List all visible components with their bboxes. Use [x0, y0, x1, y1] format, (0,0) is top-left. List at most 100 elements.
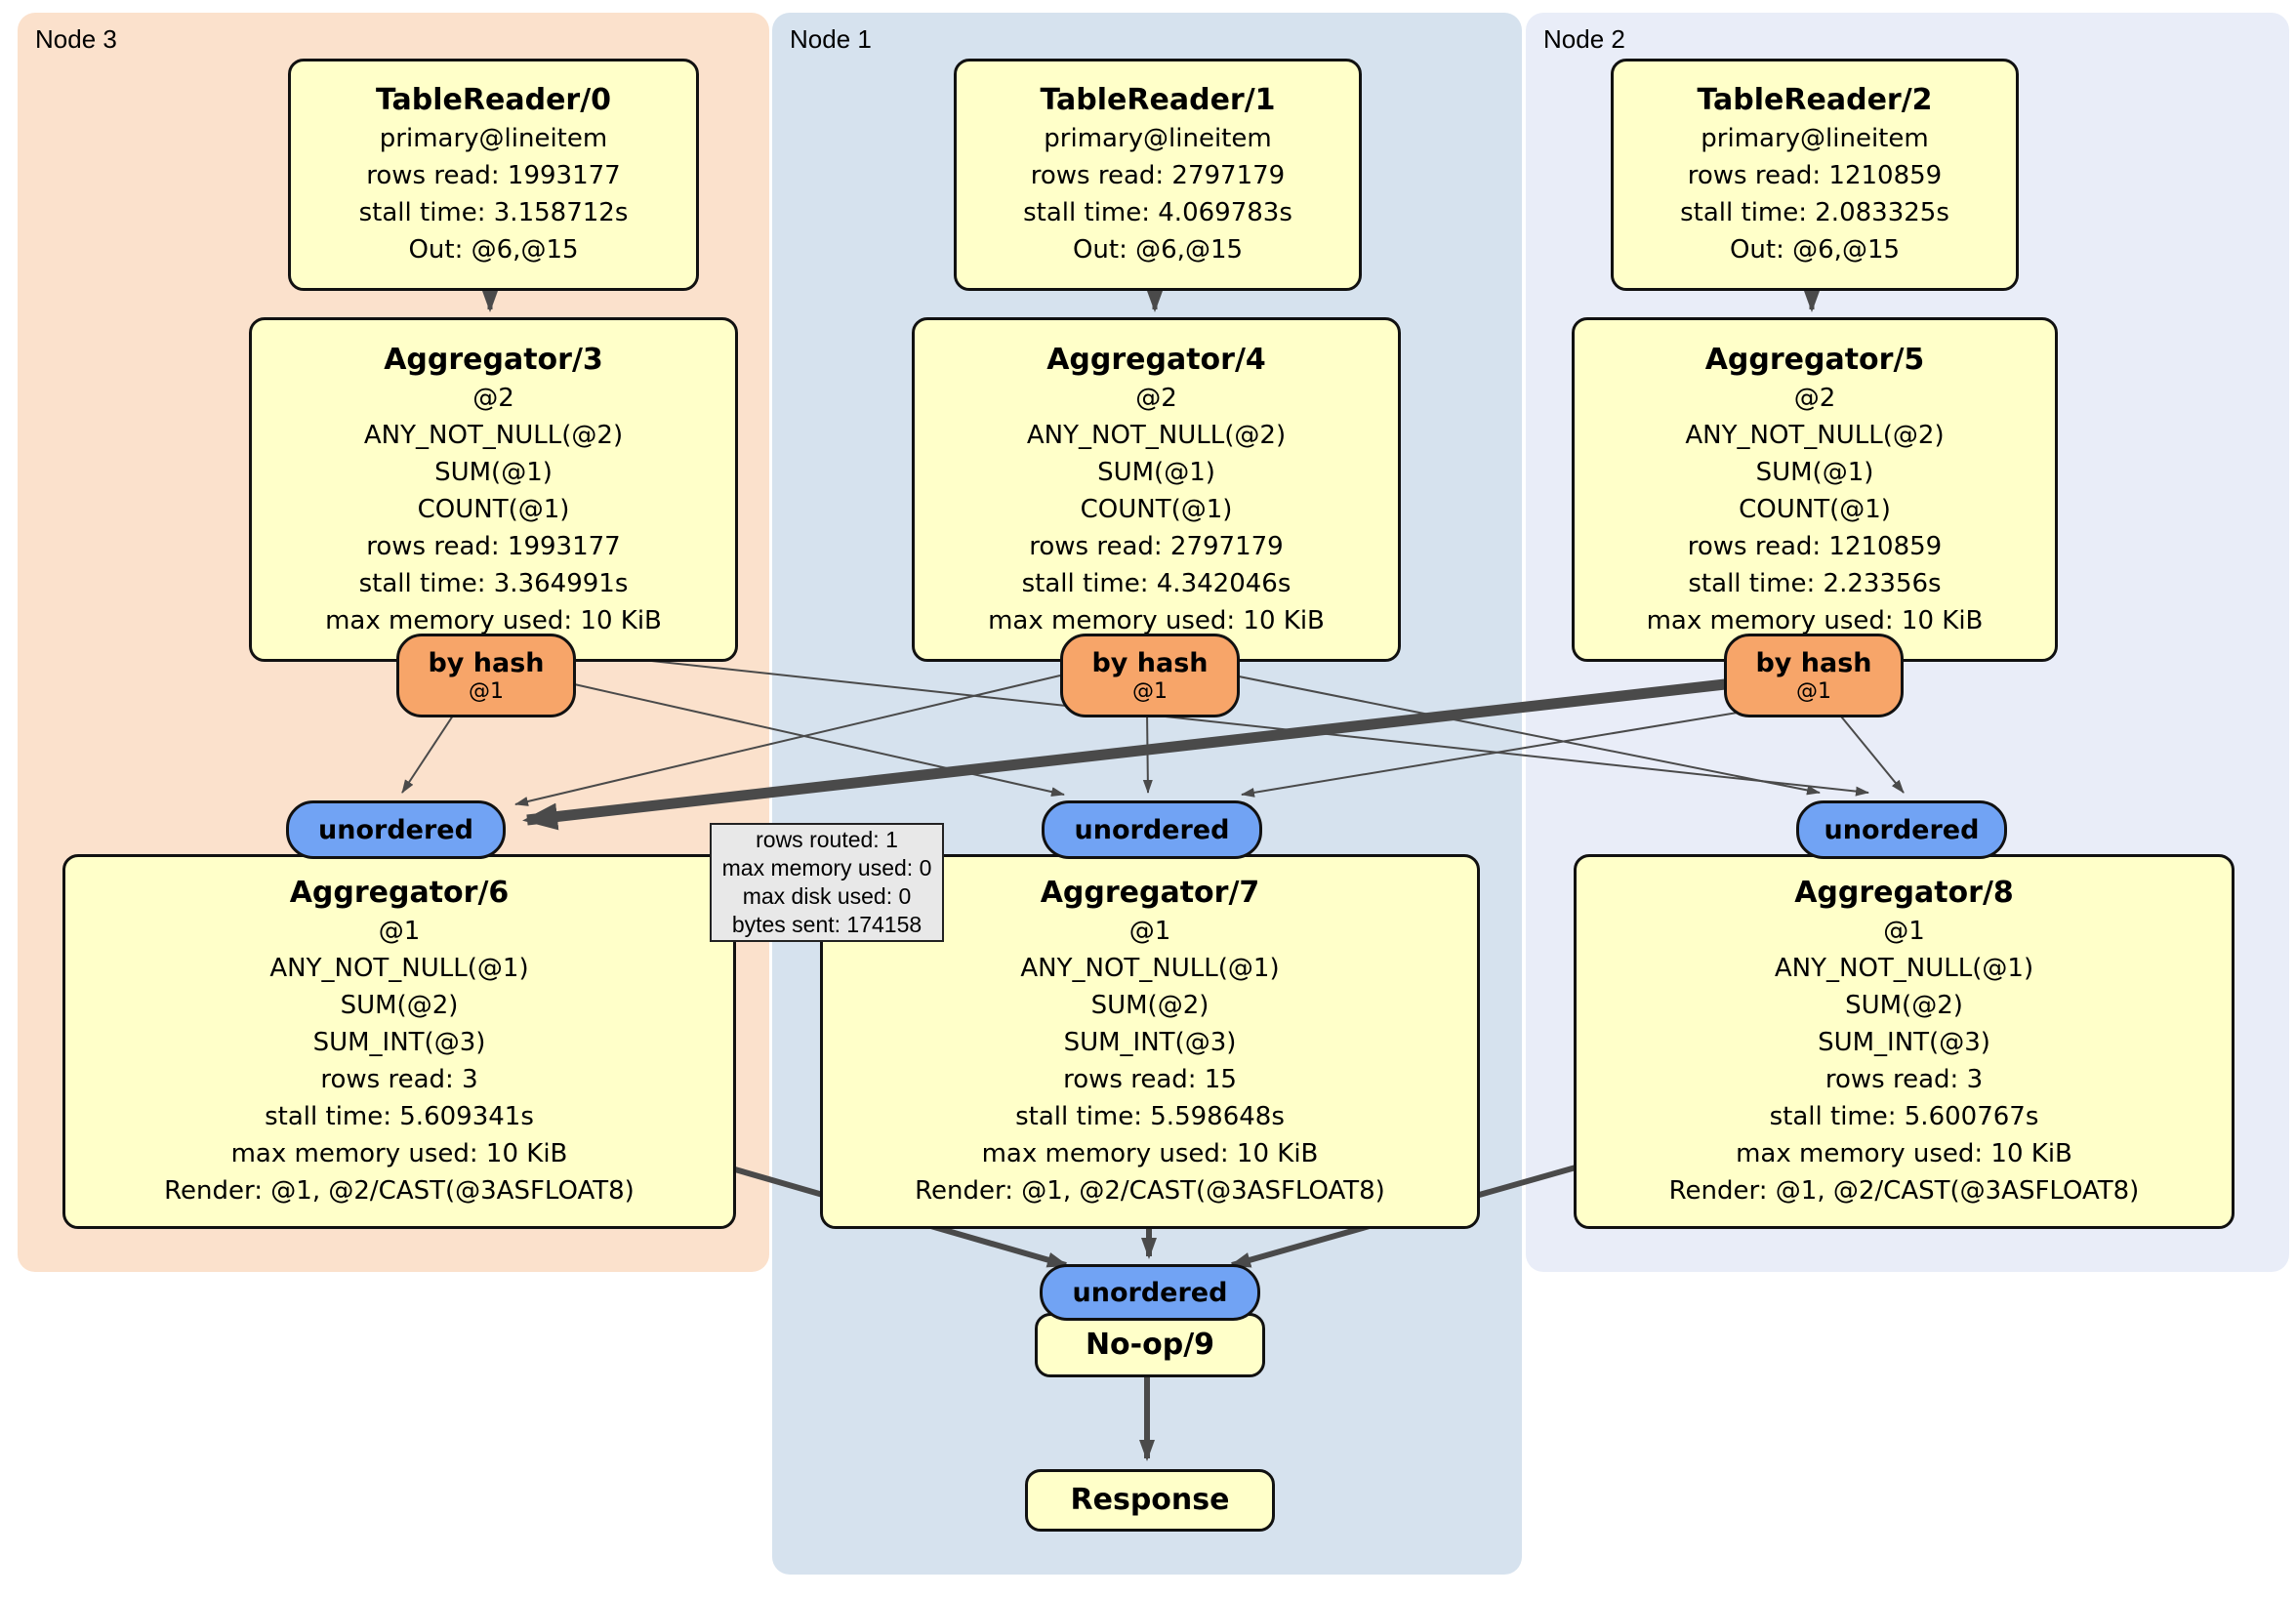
tooltip-stat: rows routed: 1: [756, 827, 898, 852]
processor-title: Aggregator/6: [289, 876, 510, 910]
processor-stat: stall time: 3.158712s: [358, 198, 629, 227]
sync-unordered-final: unordered: [1040, 1264, 1260, 1321]
processor-title: Response: [1070, 1483, 1230, 1517]
edge-byhash3-unordered1[interactable]: [569, 682, 1065, 798]
tooltip-stat: max disk used: 0: [742, 883, 912, 909]
processor-aggregator-3: Aggregator/3 @2 ANY_NOT_NULL(@2) SUM(@1)…: [249, 317, 738, 662]
processor-stat: max memory used: 10 KiB: [230, 1139, 568, 1168]
processor-stat: max memory used: 10 KiB: [981, 1139, 1319, 1168]
edge-byhash5-unordered2[interactable]: [1836, 711, 1905, 794]
router-by-hash-columns: @1: [469, 678, 504, 704]
processor-stat: @1: [1128, 917, 1171, 946]
processor-stat: rows read: 1210859: [1687, 531, 1943, 561]
processor-stat: stall time: 3.364991s: [358, 568, 629, 598]
router-by-hash-label: by hash: [1091, 647, 1209, 678]
edge-byhash3-unordered3[interactable]: [401, 709, 458, 794]
processor-stat: COUNT(@1): [1739, 494, 1891, 524]
processor-stat: Out: @6,@15: [1729, 235, 1901, 265]
processor-stat: rows read: 1210859: [1687, 161, 1943, 190]
processor-stat: SUM(@1): [1097, 457, 1215, 487]
processor-stat: @1: [1883, 917, 1925, 946]
panel-node-2-label: Node 2: [1543, 24, 1625, 54]
processor-title: Aggregator/5: [1704, 342, 1925, 377]
processor-title: No-op/9: [1085, 1328, 1215, 1362]
processor-stat: ANY_NOT_NULL(@1): [269, 954, 529, 983]
router-by-hash-label: by hash: [1755, 647, 1872, 678]
processor-stat: SUM_INT(@3): [1063, 1028, 1237, 1057]
edge-byhash3-unordered2[interactable]: [569, 651, 1869, 797]
processor-stat: @2: [1793, 383, 1836, 413]
processor-stat: stall time: 4.342046s: [1021, 568, 1292, 598]
processor-stat: Render: @1, @2/CAST(@3ASFLOAT8): [164, 1176, 635, 1206]
sync-unordered-label: unordered: [1072, 1277, 1228, 1308]
sync-unordered-node2: unordered: [1796, 800, 2007, 859]
panel-node-1-label: Node 1: [790, 24, 872, 54]
processor-stat: SUM(@2): [1090, 991, 1210, 1020]
sync-unordered-label: unordered: [1824, 814, 1980, 845]
sync-unordered-label: unordered: [1074, 814, 1230, 845]
tooltip-stat: max memory used: 0: [721, 855, 932, 880]
processor-title: TableReader/1: [1040, 83, 1276, 117]
processor-response: Response: [1025, 1469, 1275, 1532]
processor-stat: COUNT(@1): [1080, 494, 1233, 524]
edge-stats-tooltip: rows routed: 1 max memory used: 0 max di…: [710, 823, 944, 942]
processor-tablereader-1: TableReader/1 primary@lineitem rows read…: [954, 59, 1362, 291]
edge-byhash5-unordered3-thick[interactable]: [522, 677, 1735, 831]
processor-stat: @2: [1135, 383, 1177, 413]
processor-stat: SUM(@2): [1845, 991, 1963, 1020]
processor-stat: SUM(@1): [434, 457, 553, 487]
edge-byhash4-unordered2[interactable]: [1233, 675, 1821, 796]
processor-noop-9: No-op/9: [1035, 1313, 1265, 1377]
processor-stat: rows read: 15: [1063, 1065, 1237, 1094]
processor-stat: COUNT(@1): [417, 494, 570, 524]
router-by-hash-node3: by hash @1: [396, 634, 576, 717]
processor-stat: ANY_NOT_NULL(@1): [1020, 954, 1280, 983]
processor-stat: @2: [472, 383, 514, 413]
processor-tablereader-2: TableReader/2 primary@lineitem rows read…: [1611, 59, 2019, 291]
processor-stat: max memory used: 10 KiB: [988, 605, 1325, 635]
processor-stat: stall time: 2.23356s: [1688, 568, 1942, 598]
processor-title: TableReader/0: [375, 83, 612, 117]
processor-stat: rows read: 3: [1824, 1065, 1984, 1094]
processor-stat: Render: @1, @2/CAST(@3ASFLOAT8): [915, 1176, 1385, 1206]
processor-title: Aggregator/8: [1794, 876, 2014, 910]
processor-title: TableReader/2: [1697, 83, 1933, 117]
processor-tablereader-0: TableReader/0 primary@lineitem rows read…: [288, 59, 699, 291]
processor-stat: primary@lineitem: [379, 124, 608, 153]
processor-stat: SUM(@1): [1755, 457, 1874, 487]
processor-aggregator-4: Aggregator/4 @2 ANY_NOT_NULL(@2) SUM(@1)…: [912, 317, 1401, 662]
processor-stat: stall time: 4.069783s: [1023, 198, 1292, 227]
processor-stat: stall time: 5.609341s: [265, 1102, 534, 1131]
processor-stat: primary@lineitem: [1701, 124, 1929, 153]
edge-byhash4-unordered3[interactable]: [514, 675, 1061, 806]
router-by-hash-columns: @1: [1796, 678, 1831, 704]
processor-title: Aggregator/7: [1040, 876, 1260, 910]
processor-stat: ANY_NOT_NULL(@2): [1026, 420, 1287, 450]
processor-stat: SUM_INT(@3): [1818, 1028, 1990, 1057]
processor-stat: max memory used: 10 KiB: [325, 605, 662, 635]
edge-byhash5-unordered1[interactable]: [1241, 711, 1744, 798]
processor-stat: Out: @6,@15: [1072, 235, 1244, 265]
router-by-hash-node1: by hash @1: [1060, 634, 1240, 717]
processor-stat: ANY_NOT_NULL(@2): [363, 420, 624, 450]
processor-aggregator-5: Aggregator/5 @2 ANY_NOT_NULL(@2) SUM(@1)…: [1572, 317, 2058, 662]
processor-stat: Render: @1, @2/CAST(@3ASFLOAT8): [1668, 1176, 2140, 1206]
processor-stat: @1: [378, 917, 421, 946]
processor-stat: rows read: 1993177: [366, 161, 621, 190]
processor-title: Aggregator/4: [1046, 342, 1266, 377]
processor-stat: SUM_INT(@3): [312, 1028, 486, 1057]
processor-stat: rows read: 2797179: [1030, 161, 1286, 190]
sync-unordered-label: unordered: [318, 814, 473, 845]
processor-stat: Out: @6,@15: [408, 235, 579, 265]
processor-stat: stall time: 5.600767s: [1769, 1102, 2039, 1131]
processor-stat: max memory used: 10 KiB: [1736, 1139, 2072, 1168]
processor-stat: rows read: 3: [320, 1065, 478, 1094]
processor-stat: rows read: 1993177: [366, 531, 621, 561]
processor-aggregator-6: Aggregator/6 @1 ANY_NOT_NULL(@1) SUM(@2)…: [62, 854, 736, 1229]
processor-stat: ANY_NOT_NULL(@2): [1685, 420, 1945, 450]
tooltip-stat: bytes sent: 174158: [731, 912, 922, 937]
processor-stat: stall time: 2.083325s: [1680, 198, 1949, 227]
processor-stat: rows read: 2797179: [1029, 531, 1284, 561]
processor-stat: SUM(@2): [340, 991, 459, 1020]
